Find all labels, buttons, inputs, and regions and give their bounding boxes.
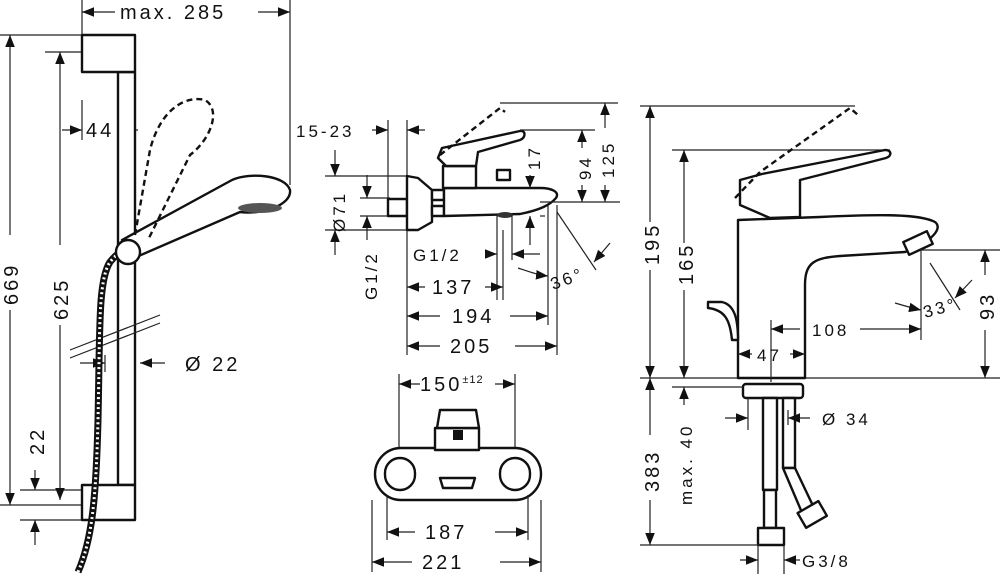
dim-max-285: max. 285: [120, 2, 226, 24]
dim-44: 44: [86, 120, 114, 142]
dim-150-tolerance: ±12: [462, 374, 483, 386]
dim-187: 187: [425, 522, 467, 544]
dim-150: 150±12: [420, 374, 484, 396]
dim-150-value: 150: [420, 374, 462, 396]
dim-125: 125: [599, 141, 618, 178]
dim-15-23: 15-23: [296, 122, 354, 141]
dim-625: 625: [51, 278, 73, 320]
dim-93: 93: [977, 292, 999, 320]
dim-137: 137: [432, 277, 474, 299]
dim-inlet-thread: G1/2: [362, 251, 381, 300]
dim-195: 195: [642, 223, 664, 265]
dim-205: 205: [450, 336, 492, 358]
dim-669: 669: [1, 263, 23, 305]
shower-rail-set: max. 285 669 625 44 Ø 22 22: [0, 0, 292, 574]
basin-mixer-side-view: 195 165 108 47 33° 93: [640, 105, 1000, 574]
dim-17: 17: [525, 145, 544, 170]
dim-194: 194: [452, 306, 494, 328]
dim-rail-diameter: Ø 22: [185, 354, 240, 376]
dim-33-deg: 33°: [921, 295, 959, 322]
dim-221: 221: [422, 552, 464, 574]
bath-mixer-front-view: 150±12 187 221: [371, 374, 543, 574]
dim-94: 94: [576, 155, 595, 180]
dim-outlet-thread: G1/2: [413, 246, 462, 265]
dim-connection-thread: G3/8: [802, 552, 851, 571]
dim-shank-diameter: Ø 34: [822, 410, 871, 429]
dim-22: 22: [27, 427, 49, 455]
dim-deck-thickness: max. 40: [677, 424, 696, 505]
dim-47: 47: [757, 346, 782, 365]
dim-rosette-diameter: Ø71: [330, 191, 349, 232]
bath-mixer-side-view: 15-23 Ø71 G1/2 17 94: [296, 102, 620, 358]
dim-165: 165: [676, 243, 698, 285]
dim-383: 383: [642, 450, 664, 492]
dim-36-deg: 36°: [548, 264, 587, 294]
dim-108: 108: [812, 321, 849, 340]
